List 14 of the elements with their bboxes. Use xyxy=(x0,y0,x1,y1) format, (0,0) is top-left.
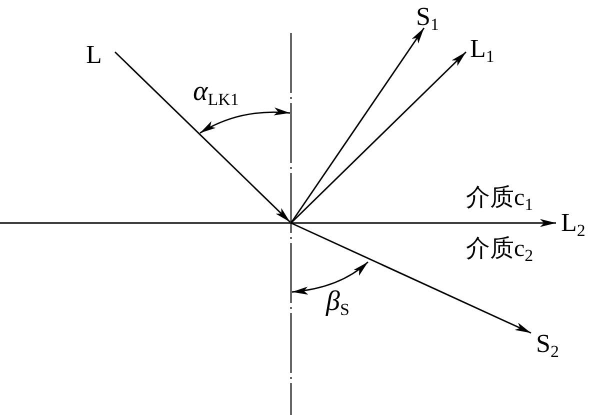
angle-label: β$_{S}$ xyxy=(326,288,350,316)
ray-label: L$_{1}$ xyxy=(470,36,494,62)
medium-label: 介质c$_{1}$ xyxy=(466,186,534,210)
medium-label: 介质c$_{2}$ xyxy=(466,237,534,261)
arrow xyxy=(290,51,467,224)
arrow xyxy=(290,28,425,224)
ray-label: L xyxy=(86,42,102,68)
arrow xyxy=(290,222,532,334)
ray-label: S$_{1}$ xyxy=(416,4,439,30)
arrow xyxy=(0,219,556,227)
angle-label: α$_{LK1}$ xyxy=(193,78,239,106)
arrow xyxy=(114,51,291,223)
ray-label: L$_{2}$ xyxy=(561,210,586,236)
ray-label: S$_{2}$ xyxy=(536,331,559,357)
